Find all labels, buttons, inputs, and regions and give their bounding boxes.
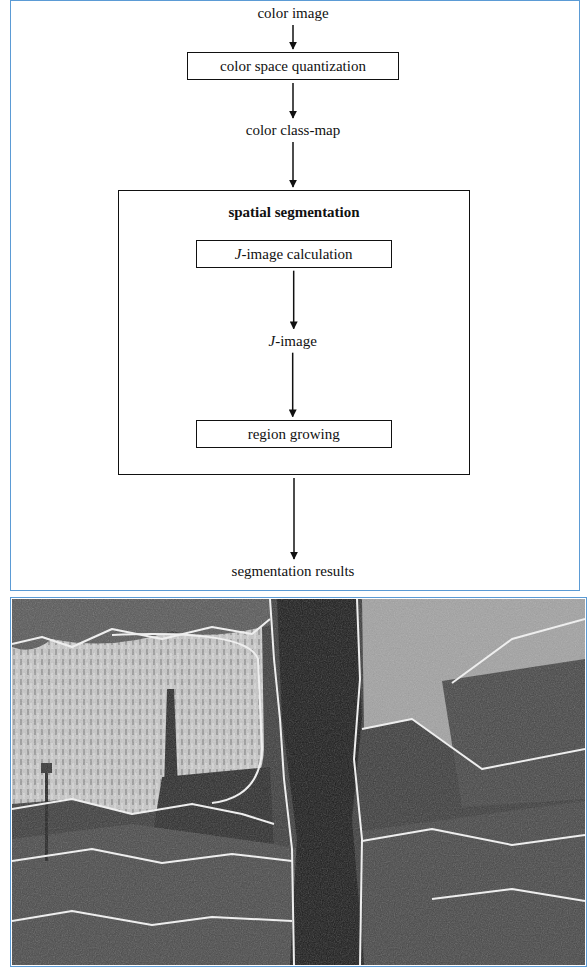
node-text: J-image — [269, 332, 317, 350]
flow-label: segmentation results — [168, 562, 418, 580]
flow-arrow — [293, 478, 295, 559]
flow-arrow — [292, 353, 294, 417]
photo-frame — [11, 598, 587, 967]
group-box: J-image calculationJ-image region growing… — [118, 190, 470, 475]
flow-label: color image — [193, 4, 393, 22]
group-heading: spatial segmentation — [228, 203, 359, 221]
flow-arrow — [292, 142, 294, 187]
process-box: J-image calculation — [196, 240, 392, 268]
diagram-frame — [11, 1, 580, 591]
node-text: segmentation results — [232, 562, 355, 580]
process-box: region growing — [196, 420, 392, 448]
flow-arrow — [293, 271, 295, 329]
flow-label: color class-map — [193, 121, 393, 139]
node-text: J-image calculation — [235, 245, 353, 263]
node-text: color class-map — [246, 121, 341, 139]
flow-arrow — [292, 25, 294, 49]
node-text: color image — [257, 4, 328, 22]
node-text: color space quantization — [220, 57, 366, 75]
process-box: color space quantization — [187, 52, 399, 80]
flow-arrow — [292, 83, 294, 118]
node-text: region growing — [248, 425, 340, 443]
flow-label: J-image — [243, 332, 343, 350]
segmented-photo — [12, 599, 585, 965]
